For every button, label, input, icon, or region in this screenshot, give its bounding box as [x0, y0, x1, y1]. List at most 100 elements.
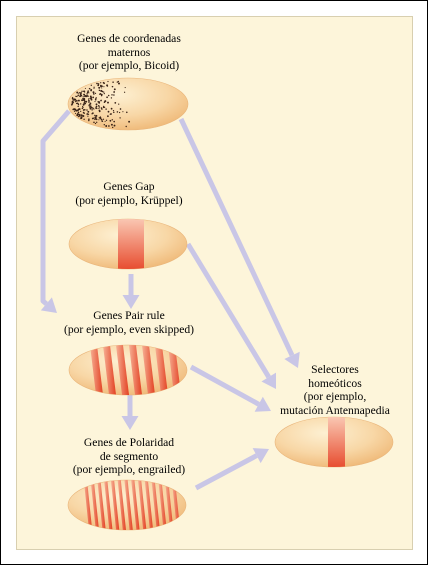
arrow-head [122, 295, 140, 309]
embryo-segment-polarity [67, 479, 187, 531]
segment-polarity-stripe [151, 480, 161, 530]
bicoid-dot [124, 87, 126, 89]
bicoid-dot [83, 118, 85, 121]
bicoid-dot [119, 108, 122, 110]
arrow-head [284, 351, 300, 368]
bicoid-dot [113, 91, 115, 93]
bicoid-dot [82, 90, 85, 92]
segment-polarity-stripe [90, 480, 100, 530]
bicoid-dot [106, 84, 109, 87]
segment-polarity-stripe [124, 480, 134, 530]
bicoid-dot [82, 96, 84, 98]
bicoid-dot [94, 122, 97, 125]
bicoid-dot [88, 98, 90, 100]
bicoid-dot [98, 86, 101, 89]
arrow-maternal-to-pair-rule [40, 109, 71, 313]
bicoid-dot [87, 99, 90, 101]
pair-rule-stripe [115, 345, 130, 395]
bicoid-dot [87, 115, 89, 117]
bicoid-dot [89, 107, 92, 110]
bicoid-dot [80, 94, 82, 96]
bicoid-dot [97, 104, 100, 107]
bicoid-dot [112, 81, 114, 83]
bicoid-dot [76, 102, 79, 104]
bicoid-dot [101, 108, 103, 110]
arrow-head [252, 448, 269, 464]
bicoid-dot [90, 89, 93, 92]
bicoid-dot [116, 111, 119, 113]
bicoid-dot [105, 108, 107, 110]
bicoid-dot [92, 107, 94, 109]
label-homeotic-line4: mutación Antennapedia [280, 403, 390, 417]
bicoid-dot [83, 90, 86, 92]
bicoid-dot [100, 93, 103, 96]
arrow-pair-rule-to-homeotic [189, 364, 271, 412]
bicoid-dot [96, 82, 98, 85]
bicoid-dot [86, 113, 89, 115]
bicoid-dot [78, 108, 81, 110]
bicoid-dot [105, 119, 108, 121]
bicoid-dot [80, 92, 82, 94]
bicoid-gradient-dots [70, 80, 131, 129]
bicoid-dot [106, 96, 108, 99]
arrow-head [121, 416, 139, 430]
bicoid-dot [77, 93, 79, 95]
bicoid-dot [75, 100, 78, 102]
bicoid-dot [98, 107, 100, 109]
embryo-gap [68, 218, 188, 270]
bicoid-dot [77, 105, 79, 108]
bicoid-dot [76, 91, 79, 94]
bicoid-dot [82, 103, 85, 106]
bicoid-dot [87, 110, 90, 113]
bicoid-dot [112, 109, 115, 112]
label-homeotic-line3: (por ejemplo, [303, 390, 367, 403]
arrow-pair-rule-to-segment-polarity [121, 395, 139, 430]
arrow-head [261, 372, 277, 389]
bicoid-dot [90, 105, 92, 108]
antennapedia-band [328, 417, 345, 467]
bicoid-dot [114, 102, 117, 104]
label-homeotic: Selectores homeóticos (por ejemplo, muta… [265, 363, 405, 417]
label-segment-polarity: Genes de Polaridad de segmento (por ejem… [41, 436, 217, 477]
bicoid-dot [95, 105, 98, 108]
segment-polarity-stripe [103, 480, 113, 530]
bicoid-dot [83, 102, 85, 104]
segment-polarity-stripe [117, 480, 127, 530]
arrow-shaft [40, 109, 71, 306]
bicoid-dot [99, 116, 102, 118]
bicoid-dot [90, 98, 93, 101]
segment-polarity-stripe [110, 480, 120, 530]
bicoid-dot [90, 104, 92, 106]
embryo-pair-rule [68, 344, 188, 396]
arrow-head [40, 297, 57, 313]
bicoid-dot [80, 117, 82, 119]
bicoid-dot [102, 81, 105, 84]
bicoid-dot [81, 113, 83, 115]
bicoid-dot [103, 101, 106, 103]
bicoid-dot [97, 83, 100, 85]
bicoid-dot [82, 109, 85, 111]
bicoid-dot [77, 115, 80, 118]
segment-polarity-stripe [130, 480, 140, 530]
bicoid-dot [81, 107, 84, 110]
bicoid-dot [128, 120, 131, 123]
bicoid-dot [99, 117, 102, 120]
bicoid-dot [76, 109, 79, 112]
segment-polarity-stripe [157, 480, 168, 530]
bicoid-dot [92, 96, 95, 99]
label-maternal: Genes de coordenadas maternos (por ejemp… [46, 32, 212, 73]
bicoid-dot [111, 94, 113, 96]
bicoid-dot [71, 103, 73, 105]
bicoid-dot [86, 91, 89, 94]
arrow-maternal-to-homeotic [178, 117, 300, 368]
bicoid-dot [95, 118, 98, 121]
bicoid-dot [105, 125, 108, 127]
label-pair-rule-line1: Genes Pair rule [93, 309, 165, 322]
bicoid-dot [125, 125, 127, 128]
label-gap-line2: (por ejemplo, Krüppel) [75, 193, 183, 207]
arrow-gap-to-pair-rule [122, 274, 140, 309]
bicoid-dot [92, 112, 94, 114]
bicoid-dot [104, 120, 106, 123]
bicoid-dot [88, 87, 91, 90]
label-pair-rule-line2: (por ejemplo, even skipped) [63, 322, 195, 336]
